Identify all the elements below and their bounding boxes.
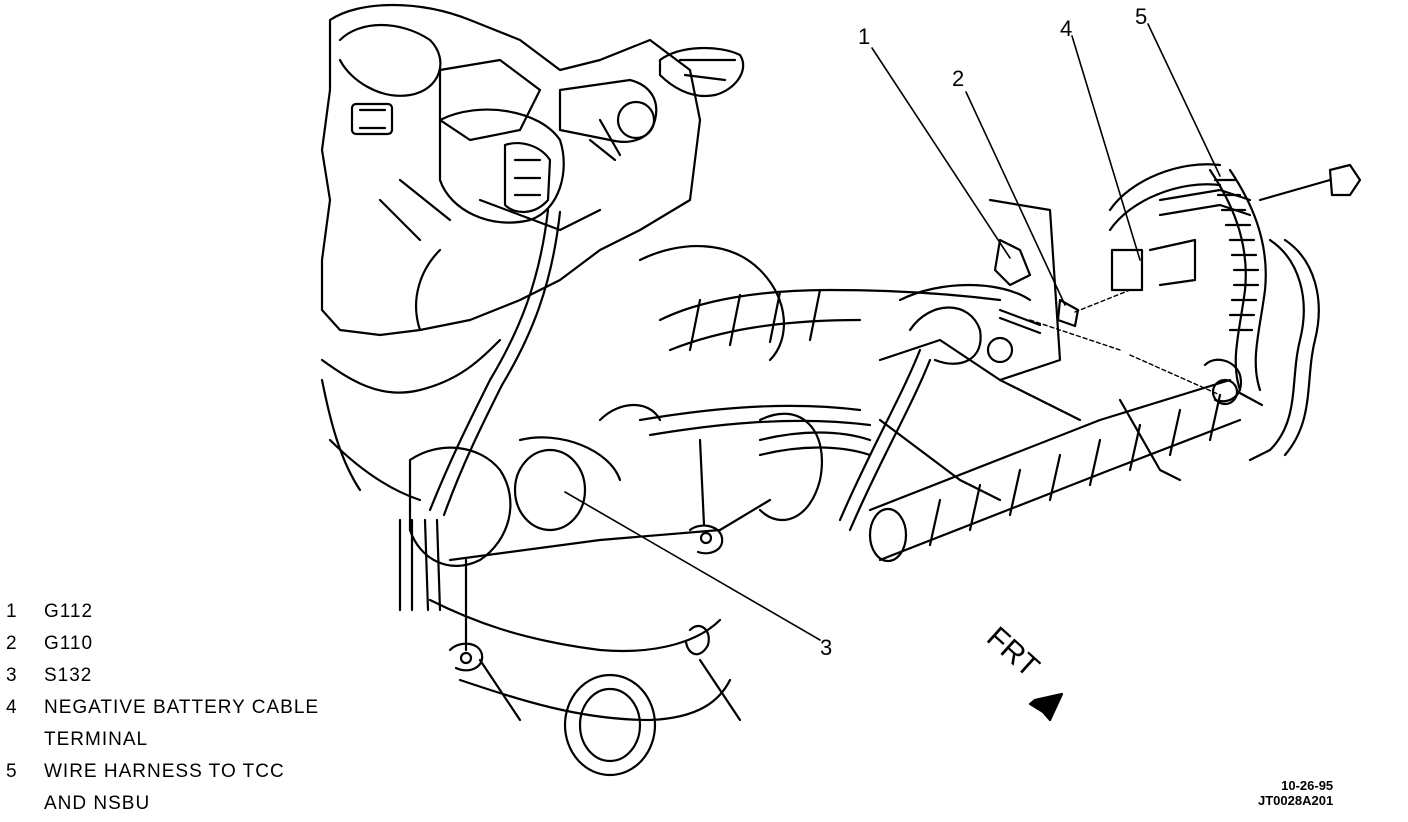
- engine-block-drawing: [320, 3, 745, 502]
- leader-1: [871, 47, 1011, 259]
- legend-item: 3 S132: [6, 660, 319, 692]
- callout-number-1: 1: [858, 24, 870, 49]
- tcc-harness-coil-drawing: [1203, 168, 1320, 462]
- alignment-lines: [1029, 289, 1221, 396]
- legend: 1 G112 2 G110 3 S132 4 NEGATIVE BATTERY …: [6, 596, 319, 820]
- callout-number-5: 5: [1135, 4, 1147, 29]
- callout-number-2: 2: [952, 66, 964, 91]
- forward-label: FRT: [980, 621, 1045, 684]
- legend-number: 1: [6, 601, 18, 622]
- drawing-date: 10-26-95: [1281, 778, 1334, 793]
- splice-drawing: [398, 438, 724, 672]
- legend-item: 1 G112: [6, 596, 319, 628]
- callout-leaders: [564, 23, 1221, 641]
- legend-item: 2 G110: [6, 628, 319, 660]
- legend-item-continued: TERMINAL: [6, 724, 319, 756]
- legend-text: G110: [44, 633, 94, 654]
- sensor-cable-drawing: [428, 208, 562, 517]
- legend-text: WIRE HARNESS TO TCC: [44, 761, 285, 782]
- legend-text: TERMINAL: [44, 729, 149, 750]
- legend-item: 4 NEGATIVE BATTERY CABLE: [6, 692, 319, 724]
- leader-3: [564, 491, 821, 641]
- main-harness-loom-drawing: [638, 283, 1242, 563]
- legend-number: 5: [6, 761, 18, 782]
- transmission-housing-drawing: [408, 245, 823, 777]
- leader-4: [1071, 35, 1141, 261]
- forward-direction-marker: FRT: [980, 621, 1045, 684]
- callout-number-3: 3: [820, 635, 832, 660]
- drawing-code: JT0028A201: [1258, 793, 1334, 808]
- legend-number: 3: [6, 665, 18, 686]
- legend-text: NEGATIVE BATTERY CABLE: [44, 697, 320, 718]
- battery-cable-terminal-drawing: [1108, 163, 1362, 292]
- legend-text: AND NSBU: [44, 793, 151, 814]
- ground-stud-drawing: [986, 198, 1080, 382]
- drawing-stamp: 10-26-95 JT0028A201: [1258, 778, 1333, 808]
- legend-text: G112: [44, 601, 94, 622]
- callout-number-4: 4: [1060, 16, 1072, 41]
- legend-number: 2: [6, 633, 18, 654]
- forward-arrow-icon: [1028, 692, 1064, 722]
- legend-item: 5 WIRE HARNESS TO TCC: [6, 756, 319, 788]
- legend-number: 4: [6, 697, 18, 718]
- leader-5: [1147, 23, 1221, 177]
- leader-2: [965, 91, 1066, 306]
- legend-text: S132: [44, 665, 93, 686]
- legend-item-continued: AND NSBU: [6, 788, 319, 820]
